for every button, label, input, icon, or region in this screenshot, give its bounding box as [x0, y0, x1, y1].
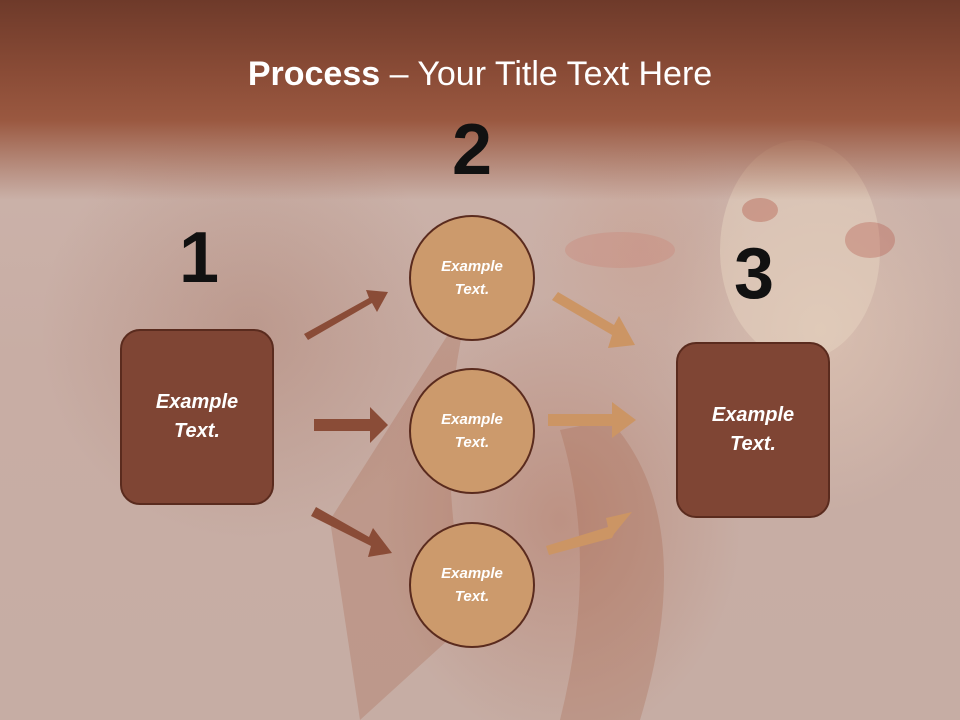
- title-rest: – Your Title Text Here: [380, 55, 713, 93]
- arrow-right-down: [552, 292, 635, 348]
- circle-middle: Example Text.: [409, 368, 535, 494]
- title-bar: [0, 0, 960, 200]
- left-box-text: Example Text.: [155, 391, 239, 442]
- right-box-text: Example Text.: [711, 404, 795, 455]
- slide-title: Process – Your Title Text Here: [0, 52, 960, 96]
- title-bold: Process: [247, 55, 381, 93]
- step-number-2: 2: [451, 110, 493, 190]
- circle-bottom: Example Text.: [409, 522, 535, 648]
- arrow-right-up: [546, 512, 632, 555]
- left-box: Example Text.: [120, 329, 274, 505]
- circle-top-text: Example Text.: [441, 258, 503, 298]
- circle-middle-text: Example Text.: [441, 411, 503, 451]
- right-box: Example Text.: [676, 342, 830, 518]
- arrow-left-up: [304, 290, 388, 340]
- step-number-1: 1: [178, 218, 220, 298]
- arrow-right-mid: [548, 402, 636, 438]
- arrow-left-down: [311, 507, 392, 557]
- arrow-left-mid: [314, 407, 388, 443]
- step-number-3: 3: [733, 234, 775, 314]
- circle-top: Example Text.: [409, 215, 535, 341]
- circle-bottom-text: Example Text.: [441, 565, 503, 605]
